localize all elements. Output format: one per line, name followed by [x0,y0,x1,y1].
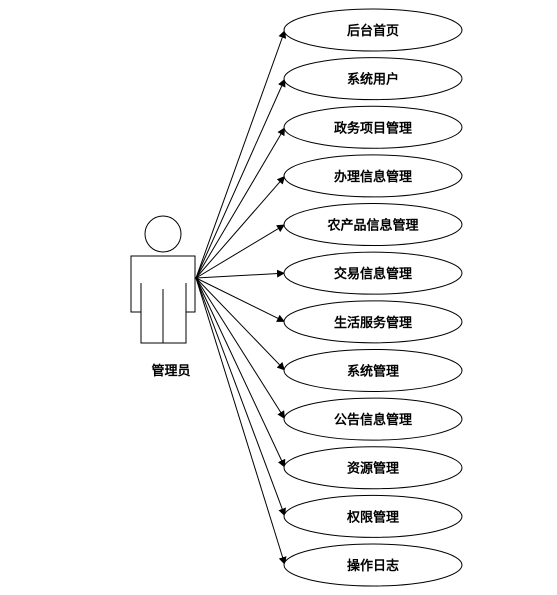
use-case[interactable]: 系统用户 [283,57,463,101]
use-case-label: 权限管理 [346,509,399,525]
use-case-label: 交易信息管理 [334,266,412,282]
association-line [195,277,286,420]
use-case-ellipse[interactable] [283,251,463,295]
use-case[interactable]: 资源管理 [283,446,463,490]
actor-label: 管理员 [151,363,190,379]
actor-figure: 管理员 [130,215,196,379]
use-case-ellipse[interactable] [283,57,463,101]
use-case-ellipse[interactable] [283,397,463,441]
use-case[interactable]: 政务项目管理 [283,105,463,149]
association-line [195,277,286,323]
association-line [195,269,286,279]
use-case[interactable]: 生活服务管理 [283,300,463,344]
use-case-label: 公告信息管理 [334,412,412,428]
use-case-label: 办理信息管理 [334,169,412,185]
association-line [195,224,286,279]
association-line [195,277,286,371]
use-case-label: 系统管理 [347,363,399,379]
use-case-label: 资源管理 [347,461,399,477]
use-case[interactable]: 农产品信息管理 [283,203,463,247]
use-case-label: 操作日志 [347,558,399,574]
use-case-label: 后台首页 [347,23,399,39]
use-case-ellipse[interactable] [283,105,463,149]
use-case-label: 系统用户 [347,72,399,88]
actor-head [144,215,182,253]
use-case-ellipse[interactable] [283,348,463,392]
use-case[interactable]: 操作日志 [283,543,463,587]
association-line [195,277,287,566]
use-case-label: 生活服务管理 [334,315,412,331]
use-case[interactable]: 交易信息管理 [283,251,463,295]
association-line [195,78,286,279]
use-case-ellipse[interactable] [283,543,463,587]
use-case[interactable]: 公告信息管理 [283,397,463,441]
association-line [195,127,286,279]
association-line [195,29,287,279]
use-case-ellipse[interactable] [283,300,463,344]
use-case[interactable]: 后台首页 [283,8,463,52]
use-case-ellipse[interactable] [283,203,463,247]
use-case-nodes: 后台首页系统用户政务项目管理办理信息管理农产品信息管理交易信息管理生活服务管理系… [283,8,463,587]
use-case-label: 政务项目管理 [334,120,412,136]
use-case-ellipse[interactable] [283,154,463,198]
use-case-ellipse[interactable] [283,8,463,52]
association-line [195,277,286,517]
use-case[interactable]: 系统管理 [283,348,463,392]
use-case[interactable]: 办理信息管理 [283,154,463,198]
use-case-label: 农产品信息管理 [326,218,418,234]
use-case-ellipse[interactable] [283,494,463,538]
use-case[interactable]: 权限管理 [283,494,463,538]
association-line [195,175,286,279]
use-case-ellipse[interactable] [283,446,463,490]
association-line [195,277,286,468]
association-lines [195,29,287,566]
